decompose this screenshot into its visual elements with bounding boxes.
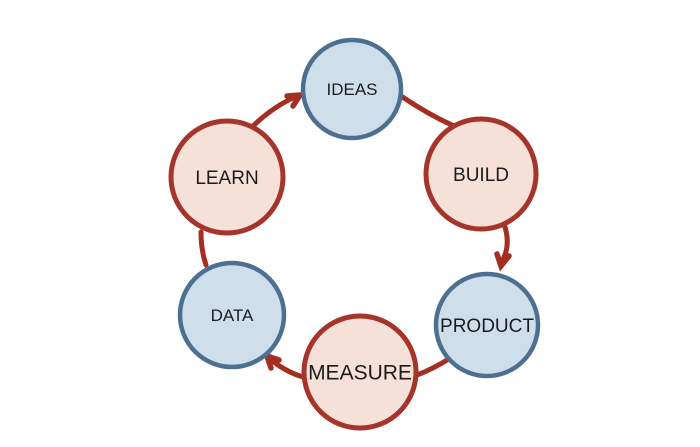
node-label-measure: MEASURE: [308, 362, 412, 385]
node-build: BUILD: [423, 116, 539, 232]
node-circle-build: [423, 116, 539, 232]
node-label-build: BUILD: [453, 165, 509, 186]
node-circle-learn: [168, 118, 286, 236]
arrowhead-ideas: [284, 91, 306, 109]
node-data: DATA: [177, 260, 287, 370]
node-label-product: PRODUCT: [440, 316, 534, 337]
arrow-build-to-product: [494, 224, 512, 272]
node-ideas: IDEAS: [300, 37, 404, 141]
node-circle-measure: [301, 313, 419, 431]
node-learn: LEARN: [168, 118, 286, 236]
arrow-learn-to-ideas: [248, 91, 306, 131]
node-circle-data: [177, 260, 287, 370]
node-measure: MEASURE: [301, 313, 419, 431]
node-label-learn: LEARN: [195, 168, 258, 189]
arrowhead-product: [494, 251, 512, 272]
arrow-data-to-learn: [198, 229, 209, 268]
node-label-ideas: IDEAS: [326, 80, 377, 99]
node-label-data: DATA: [211, 306, 254, 325]
node-circle-product: [433, 271, 541, 379]
nodes-layer: IDEAS BUILD PRODUCT MEASURE DATA LEARN: [168, 37, 541, 431]
node-product: PRODUCT: [433, 271, 541, 379]
arrow-measure-to-data: [262, 351, 306, 380]
arrow-ideas-to-build: [398, 93, 464, 132]
node-circle-ideas: [300, 37, 404, 141]
